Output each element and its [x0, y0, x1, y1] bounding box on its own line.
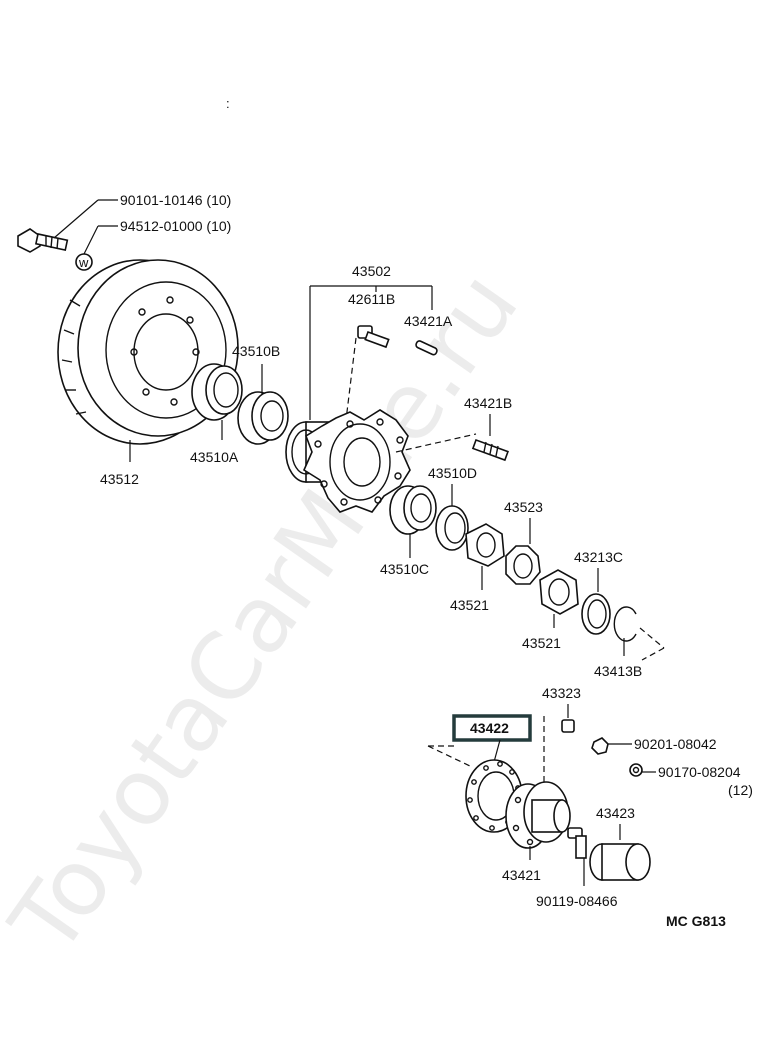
washer-90170[interactable]: [629, 763, 643, 777]
free-wheel-hub-43421[interactable]: [505, 781, 571, 849]
label-90170-qty: (12): [728, 782, 753, 798]
label-43421: 43421: [502, 867, 541, 883]
lock-nut-43521-b[interactable]: [539, 569, 579, 615]
nut-90201[interactable]: [591, 737, 609, 755]
label-43521-b: 43521: [522, 635, 561, 651]
snap-ring-43213C[interactable]: [581, 593, 611, 635]
label-43510A: 43510A: [190, 449, 239, 465]
label-43423: 43423: [596, 805, 635, 821]
axle-hub-43502[interactable]: [285, 409, 411, 513]
lock-washer-43523[interactable]: [505, 545, 541, 585]
lock-nut-43521-a[interactable]: [465, 523, 505, 567]
label-43421A: 43421A: [404, 313, 453, 329]
bolt-90119[interactable]: [567, 827, 587, 859]
label-43421B: 43421B: [464, 395, 512, 411]
label-43510D: 43510D: [428, 465, 477, 481]
diagram-code: MC G813: [666, 913, 726, 929]
hub-stud-43421B[interactable]: [471, 438, 509, 462]
label-43512: 43512: [100, 471, 139, 487]
label-90101: 90101-10146 (10): [120, 192, 231, 208]
label-43521-a: 43521: [450, 597, 489, 613]
seal-43510D[interactable]: [435, 505, 469, 551]
label-43510C: 43510C: [380, 561, 429, 577]
label-90119: 90119-08466: [536, 893, 618, 909]
hub-cap-43423[interactable]: [589, 843, 651, 881]
cap-43323[interactable]: [561, 719, 575, 733]
svg-text:w: w: [78, 255, 89, 270]
highlight-box-43422: [452, 714, 532, 742]
washer-94512[interactable]: w: [75, 253, 93, 271]
snap-ring-43413B[interactable]: [613, 606, 637, 642]
label-43510B: 43510B: [232, 343, 280, 359]
oil-seal-43510A[interactable]: [191, 363, 243, 421]
label-90170: 90170-08204: [658, 764, 741, 780]
label-90201: 90201-08042: [634, 736, 717, 752]
bolt-90101[interactable]: [17, 228, 69, 253]
label-42611B: 42611B: [348, 291, 395, 307]
label-43413B: 43413B: [594, 663, 642, 679]
bearing-43510B[interactable]: [237, 391, 289, 445]
label-43422[interactable]: 43422: [470, 720, 509, 736]
label-43213C: 43213C: [574, 549, 623, 565]
label-43323: 43323: [542, 685, 581, 701]
svg-text::: :: [226, 96, 230, 111]
hub-bolt-42611B[interactable]: [357, 325, 390, 349]
label-43523: 43523: [504, 499, 543, 515]
label-43502: 43502: [352, 263, 391, 279]
knuckle-pin-43421A[interactable]: [415, 340, 438, 356]
bearing-43510C[interactable]: [389, 485, 437, 535]
label-94512: 94512-01000 (10): [120, 218, 231, 234]
